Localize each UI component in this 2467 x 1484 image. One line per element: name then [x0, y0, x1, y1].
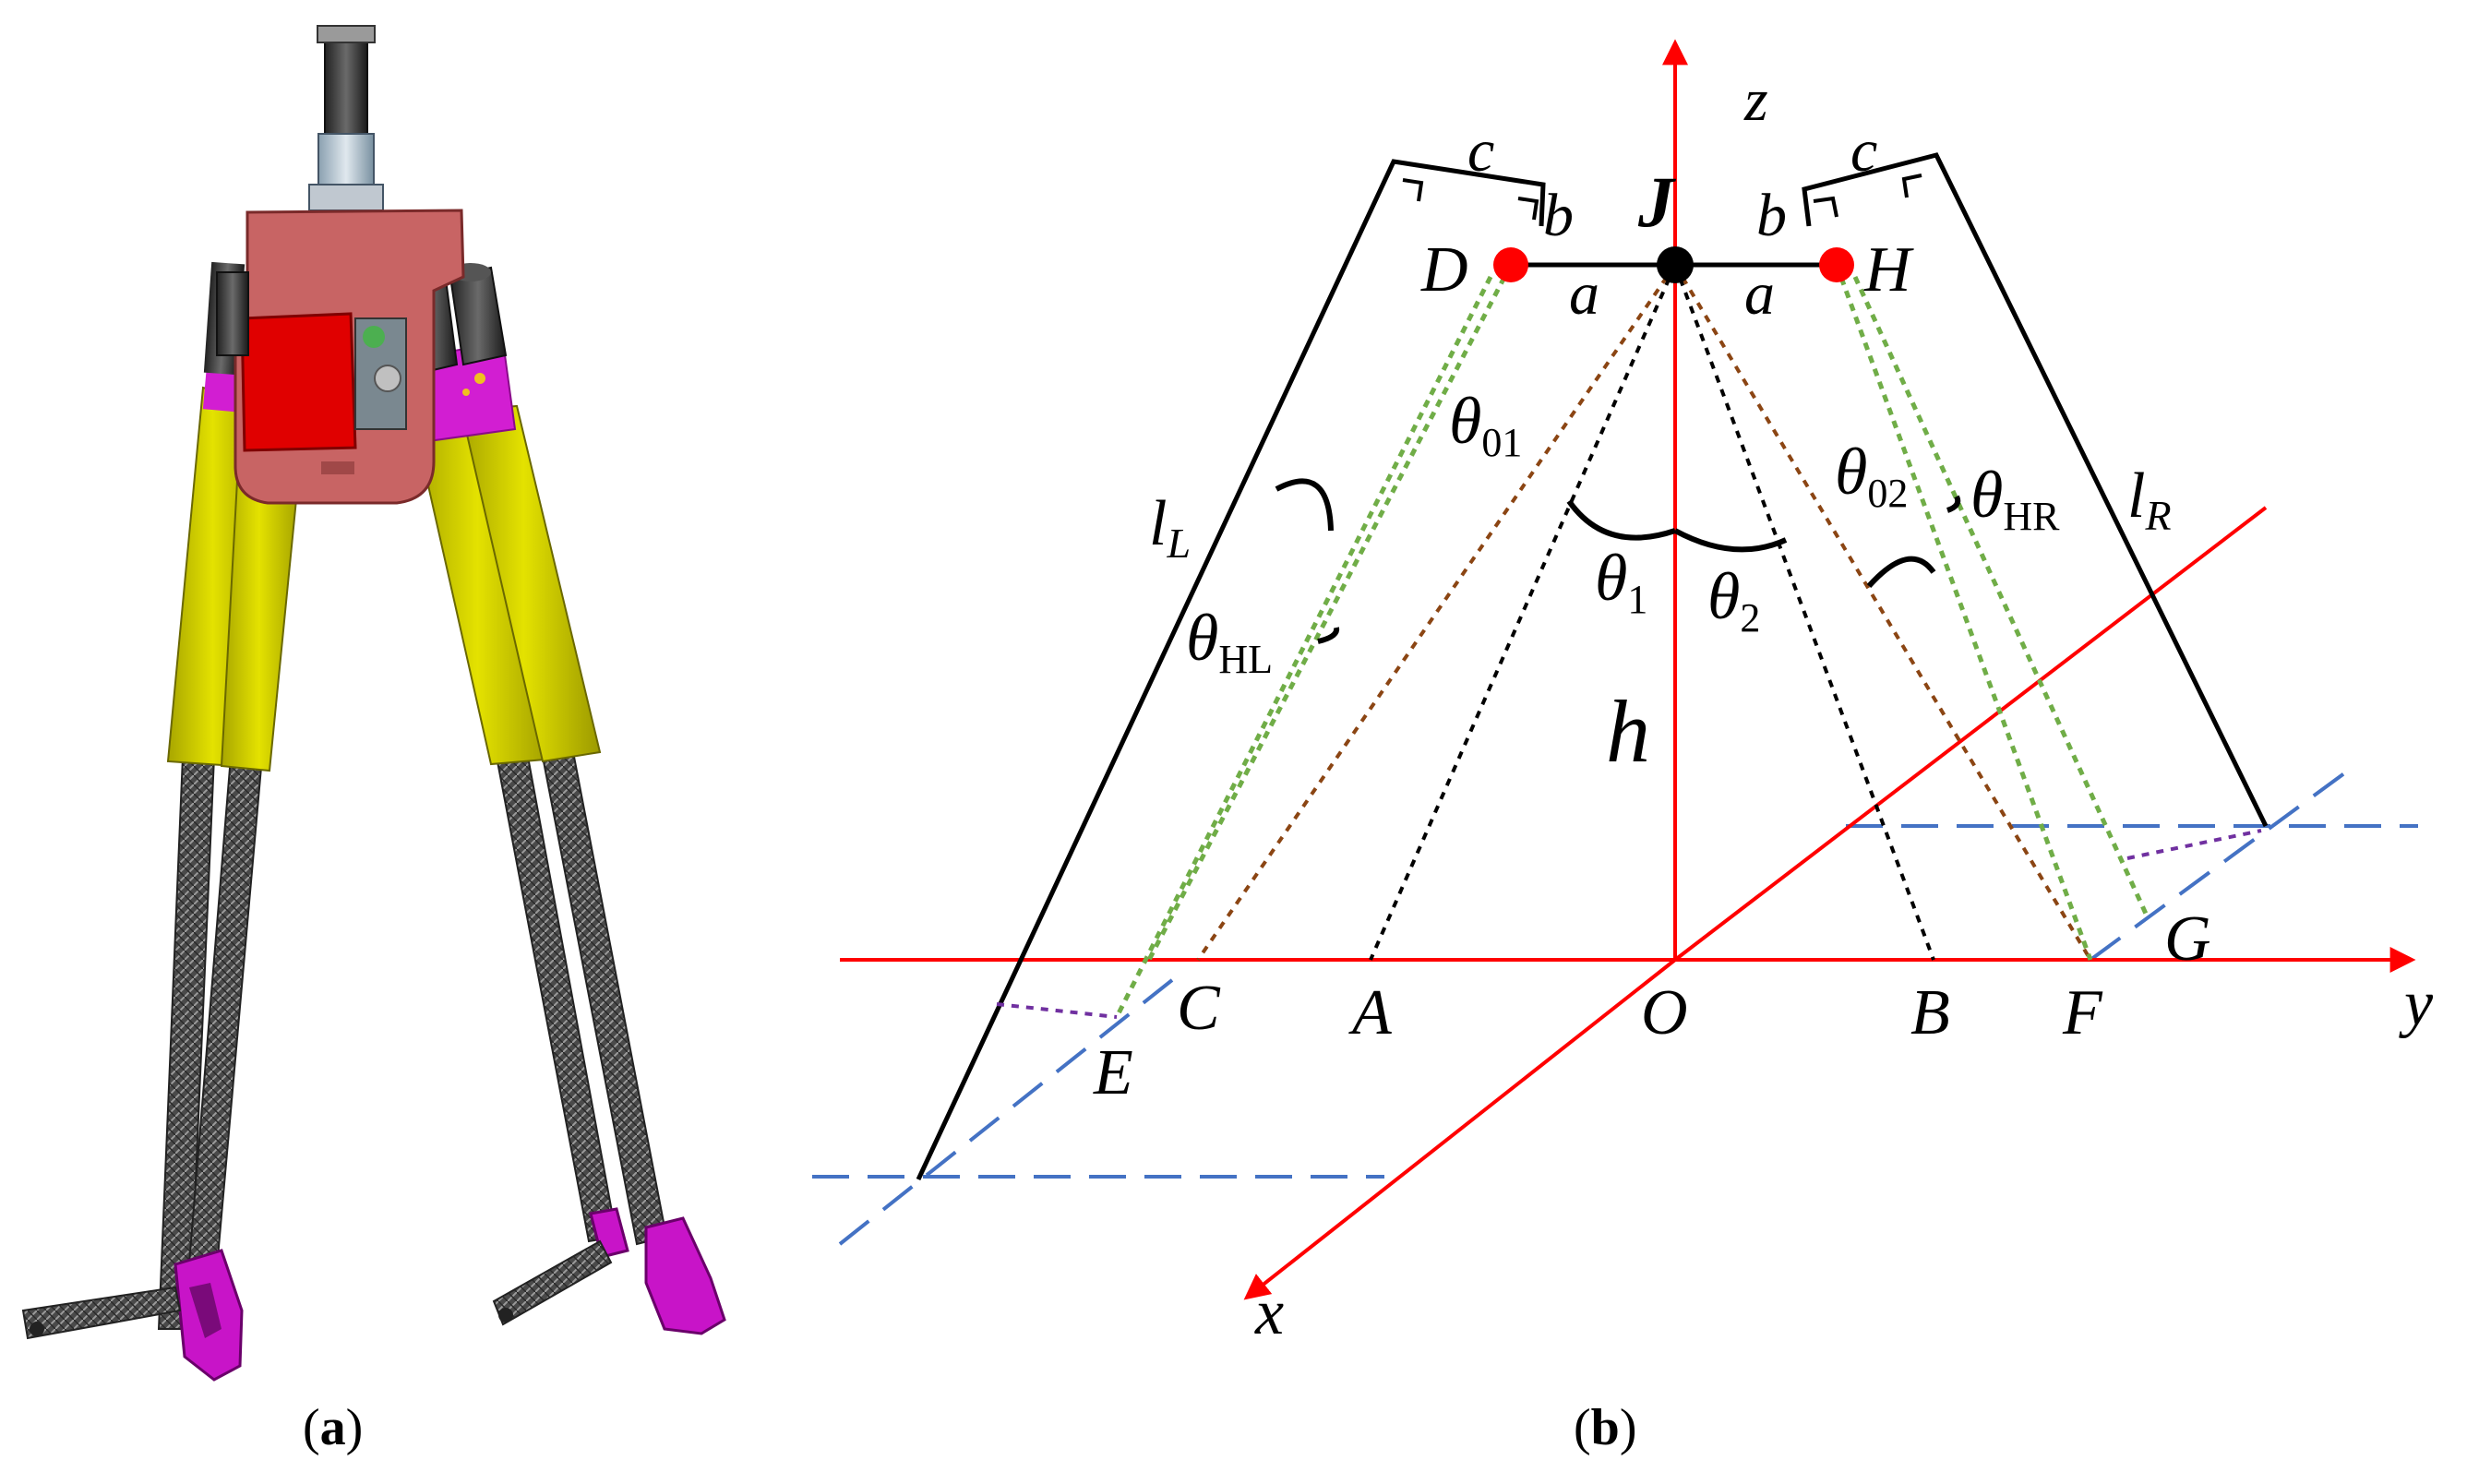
label-l-L: lL — [1149, 488, 1191, 567]
arc-theta-01 — [1275, 478, 1334, 532]
caption-a: (a) — [303, 1398, 363, 1457]
label-A: A — [1348, 977, 1392, 1048]
arc-theta-HR — [1946, 495, 1961, 513]
caption-a-close: ) — [345, 1399, 364, 1456]
right-angle-marks — [1402, 174, 1922, 221]
label-c-left: c — [1467, 117, 1494, 185]
joint-J — [1657, 246, 1694, 283]
right-shins — [495, 756, 668, 1246]
torso — [216, 25, 465, 505]
label-B: B — [1910, 977, 1950, 1048]
label-H: H — [1863, 234, 1914, 305]
kinematic-diagram: z J D H a a b b c c lL lR θ01 θ1 θ2 θ02 … — [812, 39, 2434, 1348]
label-theta-01: θ01 — [1449, 384, 1522, 465]
label-theta-HR: θHR — [1970, 458, 2060, 539]
black-dotted-lines — [1369, 264, 1935, 961]
brown-dotted-lines — [1196, 263, 2092, 962]
label-y: y — [2399, 968, 2434, 1039]
label-O: O — [1641, 977, 1688, 1048]
coordinate-axes — [840, 39, 2416, 1300]
caption-a-letter: a — [319, 1399, 346, 1456]
left-foot — [21, 1249, 244, 1382]
label-theta-02: θ02 — [1835, 435, 1908, 516]
label-theta-2: θ2 — [1707, 559, 1760, 640]
label-h: h — [1606, 682, 1650, 781]
label-b-right: b — [1756, 182, 1787, 249]
diagram-labels: z J D H a a b b c c lL lR θ01 θ1 θ2 θ02 … — [1093, 66, 2434, 1348]
x-axis-back — [1673, 506, 2268, 962]
joints — [1493, 246, 1854, 283]
caption-b: (b) — [1574, 1398, 1636, 1457]
left-shins — [157, 756, 264, 1330]
blue-dashed-lines — [812, 772, 2418, 1246]
label-G: G — [2164, 904, 2211, 975]
arc-theta-1 — [1566, 499, 1676, 541]
biped-robot-render — [21, 25, 726, 1382]
arc-theta-HL — [1317, 627, 1340, 644]
label-theta-HL: θHL — [1186, 601, 1273, 682]
label-J: J — [1637, 162, 1677, 242]
label-F: F — [2062, 977, 2103, 1048]
label-D: D — [1420, 234, 1468, 305]
label-b-left: b — [1543, 182, 1574, 249]
label-E: E — [1093, 1037, 1133, 1108]
joint-H — [1819, 247, 1854, 282]
label-x: x — [1254, 1277, 1284, 1348]
label-c-right: c — [1850, 117, 1877, 185]
angle-arcs — [1275, 478, 1961, 644]
label-C: C — [1177, 973, 1221, 1044]
label-z: z — [1743, 66, 1768, 134]
arc-theta-02 — [1866, 556, 1936, 589]
label-theta-1: θ1 — [1595, 541, 1647, 622]
joint-D — [1493, 247, 1528, 282]
purple-dotted-lines — [996, 829, 2262, 1019]
caption-b-close: ) — [1619, 1399, 1637, 1456]
x-axis-front — [1243, 958, 1677, 1300]
caption-b-open: ( — [1574, 1399, 1591, 1456]
arc-theta-2 — [1673, 528, 1788, 553]
right-foot — [492, 1207, 726, 1335]
label-a-right: a — [1744, 260, 1775, 328]
label-a-left: a — [1569, 260, 1599, 328]
label-l-R: lR — [2127, 461, 2172, 539]
caption-b-letter: b — [1590, 1399, 1620, 1456]
caption-a-open: ( — [303, 1399, 320, 1456]
green-dotted-lines — [1114, 263, 2149, 1019]
